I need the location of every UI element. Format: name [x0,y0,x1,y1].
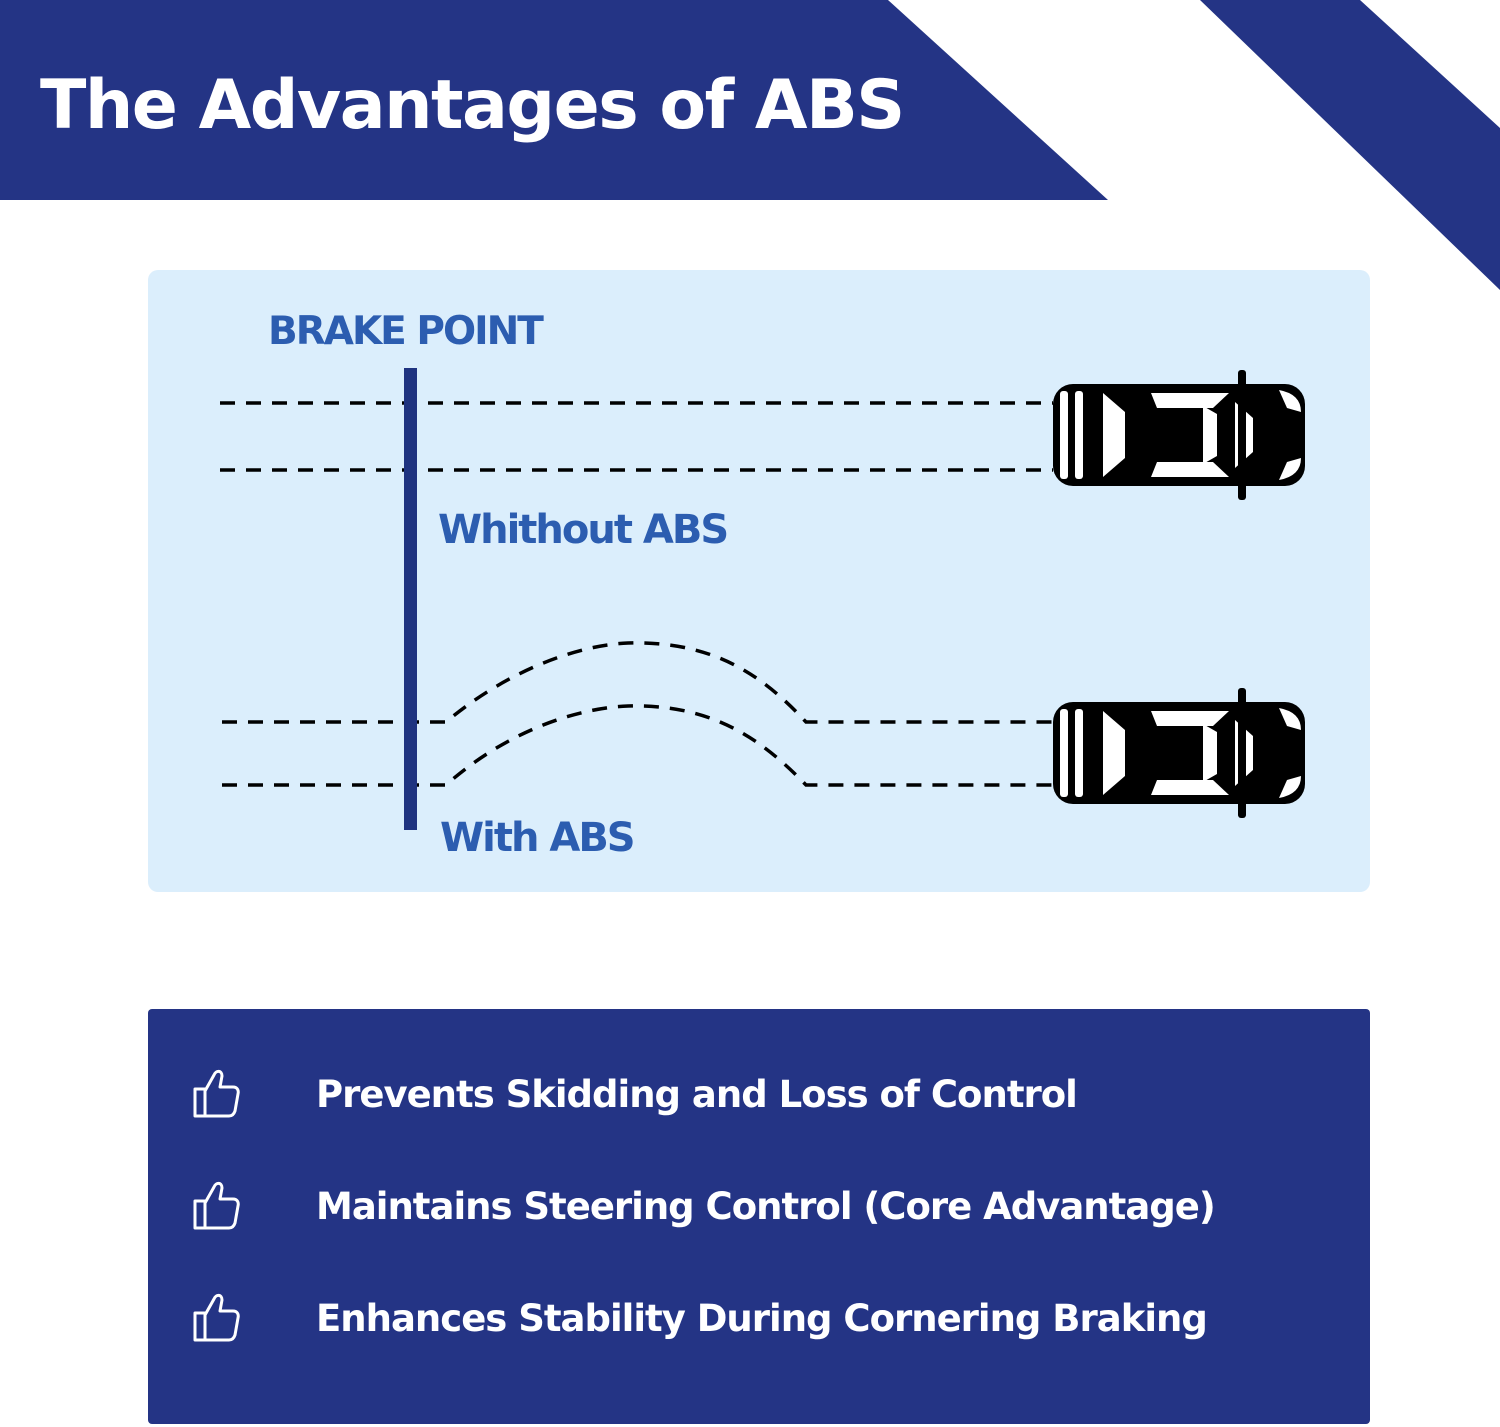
advantage-text: Maintains Steering Control (Core Advanta… [316,1185,1216,1228]
header-band [0,0,1108,200]
braking-diagram [220,368,1305,830]
advantage-text: Enhances Stability During Cornering Brak… [316,1297,1208,1340]
car-icon-with-abs [1053,688,1305,818]
brake-point-label: BRAKE POINT [268,309,544,354]
with-abs-lanes [222,641,1053,787]
header-banner [0,0,1500,290]
advantage-item: Maintains Steering Control (Core Advanta… [192,1177,1362,1237]
page-title: The Advantages of ABS [40,66,905,145]
corner-stripe [1200,0,1500,290]
thumbs-up-icon [193,1069,240,1118]
thumbs-up-icon [193,1181,240,1230]
thumbs-up-icon [193,1293,240,1342]
without-abs-lanes [220,401,1053,472]
advantage-text: Prevents Skidding and Loss of Control [316,1073,1078,1116]
advantage-item: Enhances Stability During Cornering Brak… [192,1289,1362,1349]
with-abs-label: With ABS [440,815,636,861]
advantage-item: Prevents Skidding and Loss of Control [192,1065,1362,1125]
brake-point-line [404,368,417,830]
advantages-panel: Prevents Skidding and Loss of Control Ma… [148,1009,1370,1424]
car-icon-without-abs [1053,370,1305,500]
abs-diagram-panel: BRAKE POINT Whithout ABS With ABS [148,270,1370,892]
without-abs-label: Whithout ABS [438,507,729,553]
